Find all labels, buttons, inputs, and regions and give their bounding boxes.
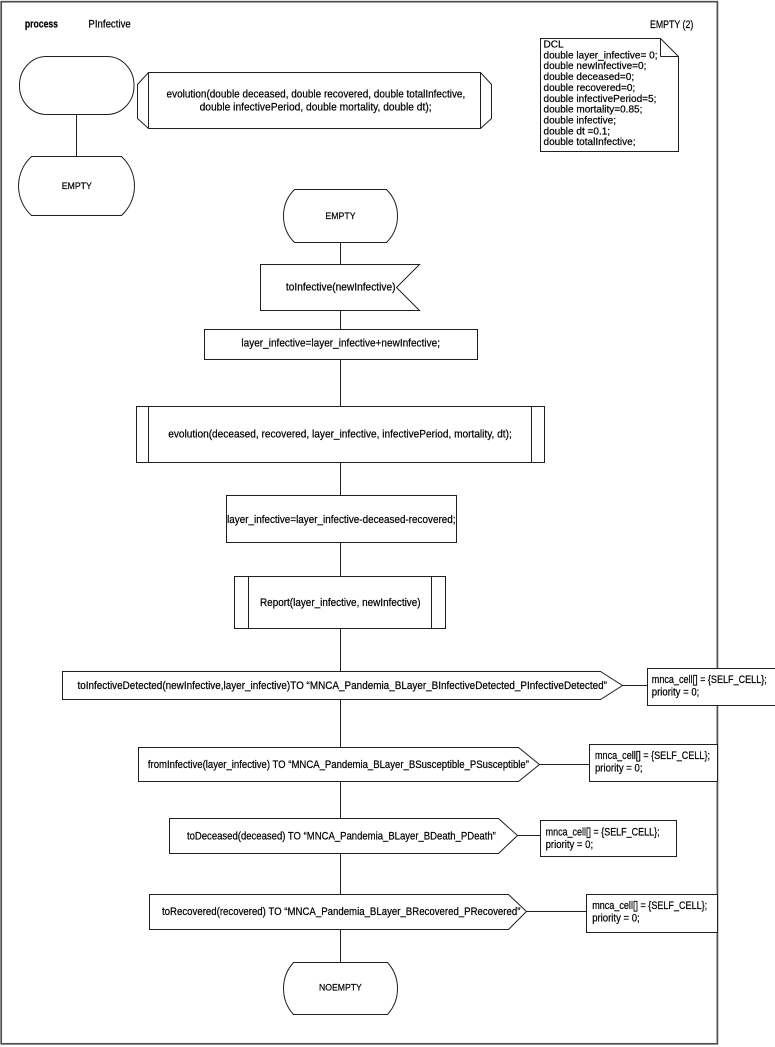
svg-text:double recovered=0;: double recovered=0; bbox=[544, 82, 636, 94]
svg-text:double deceased=0;: double deceased=0; bbox=[544, 71, 635, 83]
svg-text:toDeceased(deceased) TO “MNCA_: toDeceased(deceased) TO “MNCA_Pandemia_B… bbox=[187, 830, 496, 842]
svg-text:process: process bbox=[25, 18, 58, 30]
svg-text:toInfective(newInfective): toInfective(newInfective) bbox=[286, 281, 396, 293]
svg-text:mnca_cell[] = {SELF_CELL};: mnca_cell[] = {SELF_CELL}; bbox=[592, 900, 707, 912]
svg-text:mnca_cell[] = {SELF_CELL};: mnca_cell[] = {SELF_CELL}; bbox=[546, 826, 660, 838]
svg-text:PInfective: PInfective bbox=[88, 18, 130, 30]
svg-text:toRecovered(recovered) TO “MNC: toRecovered(recovered) TO “MNCA_Pandemia… bbox=[162, 906, 521, 918]
svg-text:double infective;: double infective; bbox=[544, 114, 617, 126]
svg-text:EMPTY (2): EMPTY (2) bbox=[650, 19, 693, 31]
svg-text:evolution(deceased, recovered,: evolution(deceased, recovered, layer_inf… bbox=[168, 429, 512, 441]
svg-text:NOEMPTY: NOEMPTY bbox=[319, 983, 362, 994]
svg-text:double mortality=0.85;: double mortality=0.85; bbox=[544, 104, 643, 116]
svg-text:mnca_cell[] = {SELF_CELL};: mnca_cell[] = {SELF_CELL}; bbox=[652, 674, 767, 686]
svg-text:DCL: DCL bbox=[544, 39, 564, 51]
svg-text:EMPTY: EMPTY bbox=[325, 211, 356, 222]
svg-text:evolution(double deceased, dou: evolution(double deceased, double recove… bbox=[167, 89, 466, 101]
svg-text:priority = 0;: priority = 0; bbox=[546, 839, 594, 851]
svg-text:priority = 0;: priority = 0; bbox=[595, 763, 643, 775]
svg-text:double dt =0.1;: double dt =0.1; bbox=[544, 125, 611, 137]
svg-text:mnca_cell[] = {SELF_CELL};: mnca_cell[] = {SELF_CELL}; bbox=[595, 750, 710, 762]
svg-text:double layer_infective= 0;: double layer_infective= 0; bbox=[544, 49, 658, 61]
svg-text:double infectivePeriod=5;: double infectivePeriod=5; bbox=[544, 93, 657, 105]
svg-text:priority = 0;: priority = 0; bbox=[592, 912, 640, 924]
svg-text:double newInfective=0;: double newInfective=0; bbox=[544, 60, 647, 72]
svg-text:layer_infective=layer_infectiv: layer_infective=layer_infective+newInfec… bbox=[241, 338, 440, 350]
svg-text:EMPTY: EMPTY bbox=[62, 181, 93, 192]
svg-text:double totalInfective;: double totalInfective; bbox=[544, 136, 636, 148]
svg-text:priority = 0;: priority = 0; bbox=[652, 686, 700, 698]
svg-text:layer_infective=layer_infectiv: layer_infective=layer_infective-deceased… bbox=[227, 514, 455, 526]
svg-text:Report(layer_infective, newInf: Report(layer_infective, newInfective) bbox=[260, 597, 421, 609]
svg-text:fromInfective(layer_infective): fromInfective(layer_infective) TO “MNCA_… bbox=[148, 759, 529, 771]
svg-text:toInfectiveDetected(newInfecti: toInfectiveDetected(newInfective,layer_i… bbox=[77, 680, 607, 692]
svg-text:double infectivePeriod, double: double infectivePeriod, double mortality… bbox=[200, 102, 432, 114]
